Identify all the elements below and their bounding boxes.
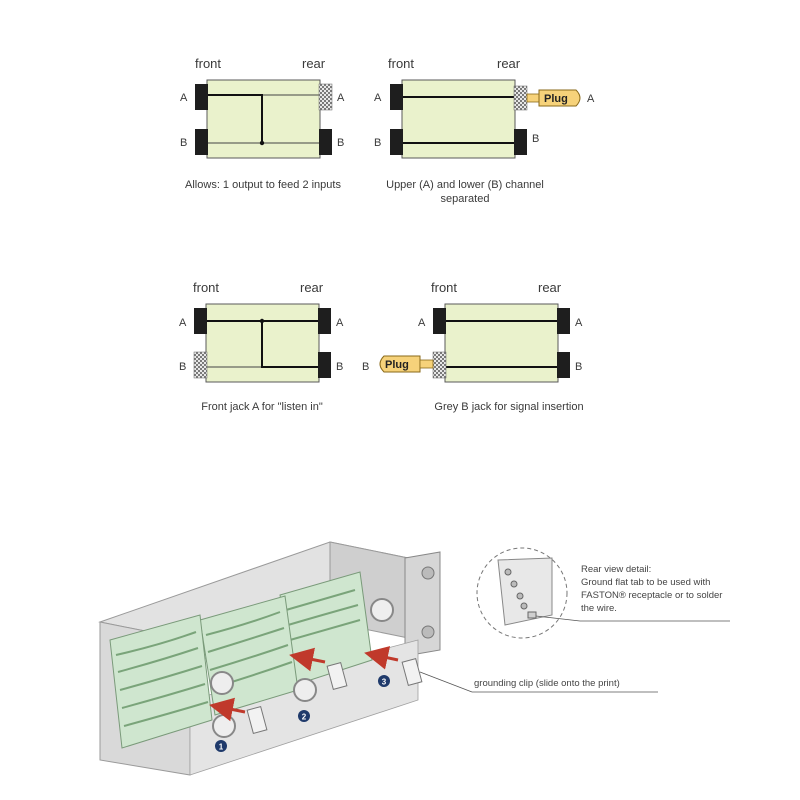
jack-socket: [212, 714, 236, 738]
diagram-2: front rear Plug A A B B Upper (A) and lo…: [374, 56, 595, 205]
detail-hole: [516, 592, 524, 600]
ground-flat-tab: [527, 611, 537, 619]
pin-label-a-front: A: [374, 92, 382, 104]
caption-line-1: Grey B jack for signal insertion: [434, 401, 583, 413]
pcb-trace: [115, 631, 209, 727]
pin-label-a-front: A: [179, 317, 187, 329]
pcb-trace: [205, 611, 293, 689]
front-label: front: [195, 56, 221, 71]
pin-label-b-front: B: [180, 137, 187, 149]
rear-jack-a: [513, 85, 528, 111]
rear-detail-line-4: the wire.: [581, 603, 617, 614]
front-label: front: [193, 280, 219, 295]
callout-number: 1: [219, 743, 224, 752]
rear-label: rear: [300, 280, 324, 295]
insert-arrow: [364, 646, 399, 670]
plug-pin-label: A: [587, 93, 595, 105]
detail-hole: [510, 580, 518, 588]
patch-panel: [444, 303, 559, 383]
rear-label: rear: [497, 56, 521, 71]
junction-dot: [259, 318, 265, 324]
callout-1: 1: [215, 740, 227, 752]
rear-label: rear: [302, 56, 326, 71]
rear-jack-a: [318, 308, 331, 334]
rack-ear: [404, 551, 441, 657]
pcb-trace: [285, 589, 361, 641]
pin-label-a-front: A: [180, 92, 188, 104]
rear-jack-b: [514, 129, 527, 155]
grounding-clip: [246, 705, 268, 735]
grounding-clip-label: grounding clip (slide onto the print): [474, 678, 620, 689]
rear-label: rear: [538, 280, 562, 295]
plug-pin-label: B: [362, 361, 369, 373]
caption-line-1: Front jack A for "listen in": [201, 401, 323, 413]
detail-jack-block: [497, 557, 553, 626]
insert-arrow: [209, 697, 246, 722]
pin-label-b-rear: B: [337, 137, 344, 149]
front-jack-a: [194, 308, 207, 334]
pin-label-a-rear: A: [575, 317, 583, 329]
jack-socket: [370, 598, 394, 622]
pin-label-b-rear: B: [336, 361, 343, 373]
rear-jack-a: [318, 83, 333, 111]
caption-line-2: separated: [441, 193, 490, 205]
front-jack-b: [390, 129, 403, 155]
plug-shaft: [419, 359, 434, 369]
jack-socket: [293, 678, 317, 702]
front-jack-b: [432, 351, 447, 379]
rack-screw: [421, 566, 435, 580]
rear-detail-line-2: Ground flat tab to be used with: [581, 577, 710, 588]
callout-number: 3: [382, 678, 387, 687]
patch-panel: [206, 79, 321, 159]
plug-label: Plug: [544, 93, 568, 105]
pin-label-b-front: B: [179, 361, 186, 373]
plug-label: Plug: [385, 359, 409, 371]
rear-jack-b: [557, 352, 570, 378]
front-label: front: [388, 56, 414, 71]
grounding-clip: [401, 657, 423, 687]
patchbay-illustration: 1 2 3 Rear view detail: Ground flat tab …: [98, 541, 730, 776]
pin-label-b-rear: B: [575, 361, 582, 373]
diagram-3: front rear A B A B Front jack A for "lis…: [179, 280, 344, 413]
rear-jack-b: [319, 129, 332, 155]
junction-dot: [259, 140, 265, 146]
insert-arrow: [289, 647, 326, 672]
front-jack-a: [390, 84, 403, 110]
clip-leader-line: [419, 671, 473, 693]
jack-socket: [210, 671, 234, 695]
callout-3: 3: [378, 675, 390, 687]
plug-body: [538, 89, 581, 107]
front-jack-a: [195, 84, 208, 110]
plug-shaft: [526, 93, 540, 103]
detail-hole: [504, 568, 512, 576]
callout-number: 2: [302, 713, 307, 722]
plug-body: [379, 355, 421, 373]
patch-panel: [401, 79, 516, 159]
rear-jack-b: [318, 352, 331, 378]
rear-jack-a: [557, 308, 570, 334]
detail-leader-line: [535, 615, 581, 622]
front-jack-a: [433, 308, 446, 334]
pin-label-b-front: B: [374, 137, 381, 149]
normal-link: [261, 321, 319, 368]
rack-screw: [421, 625, 435, 639]
callout-2: 2: [298, 710, 310, 722]
rear-detail-line-3: FASTON® receptacle or to solder: [581, 590, 722, 601]
pin-label-a-rear: A: [336, 317, 344, 329]
front-label: front: [431, 280, 457, 295]
pin-label-b-rear: B: [532, 133, 539, 145]
pin-label-a-front: A: [418, 317, 426, 329]
rear-detail-line-1: Rear view detail:: [581, 564, 651, 575]
grounding-clip: [326, 661, 348, 691]
front-jack-b: [195, 129, 208, 155]
caption-line-1: Upper (A) and lower (B) channel: [386, 179, 544, 191]
front-jack-b: [193, 351, 208, 379]
detail-hole: [520, 602, 528, 610]
diagram-4: front rear Plug B A A B Grey B jack for …: [362, 280, 584, 413]
normal-link: [207, 94, 263, 143]
diagram-1: front rear A B A B Allows: 1 output to f…: [180, 56, 345, 191]
caption-line-1: Allows: 1 output to feed 2 inputs: [185, 179, 341, 191]
pin-label-a-rear: A: [337, 92, 345, 104]
